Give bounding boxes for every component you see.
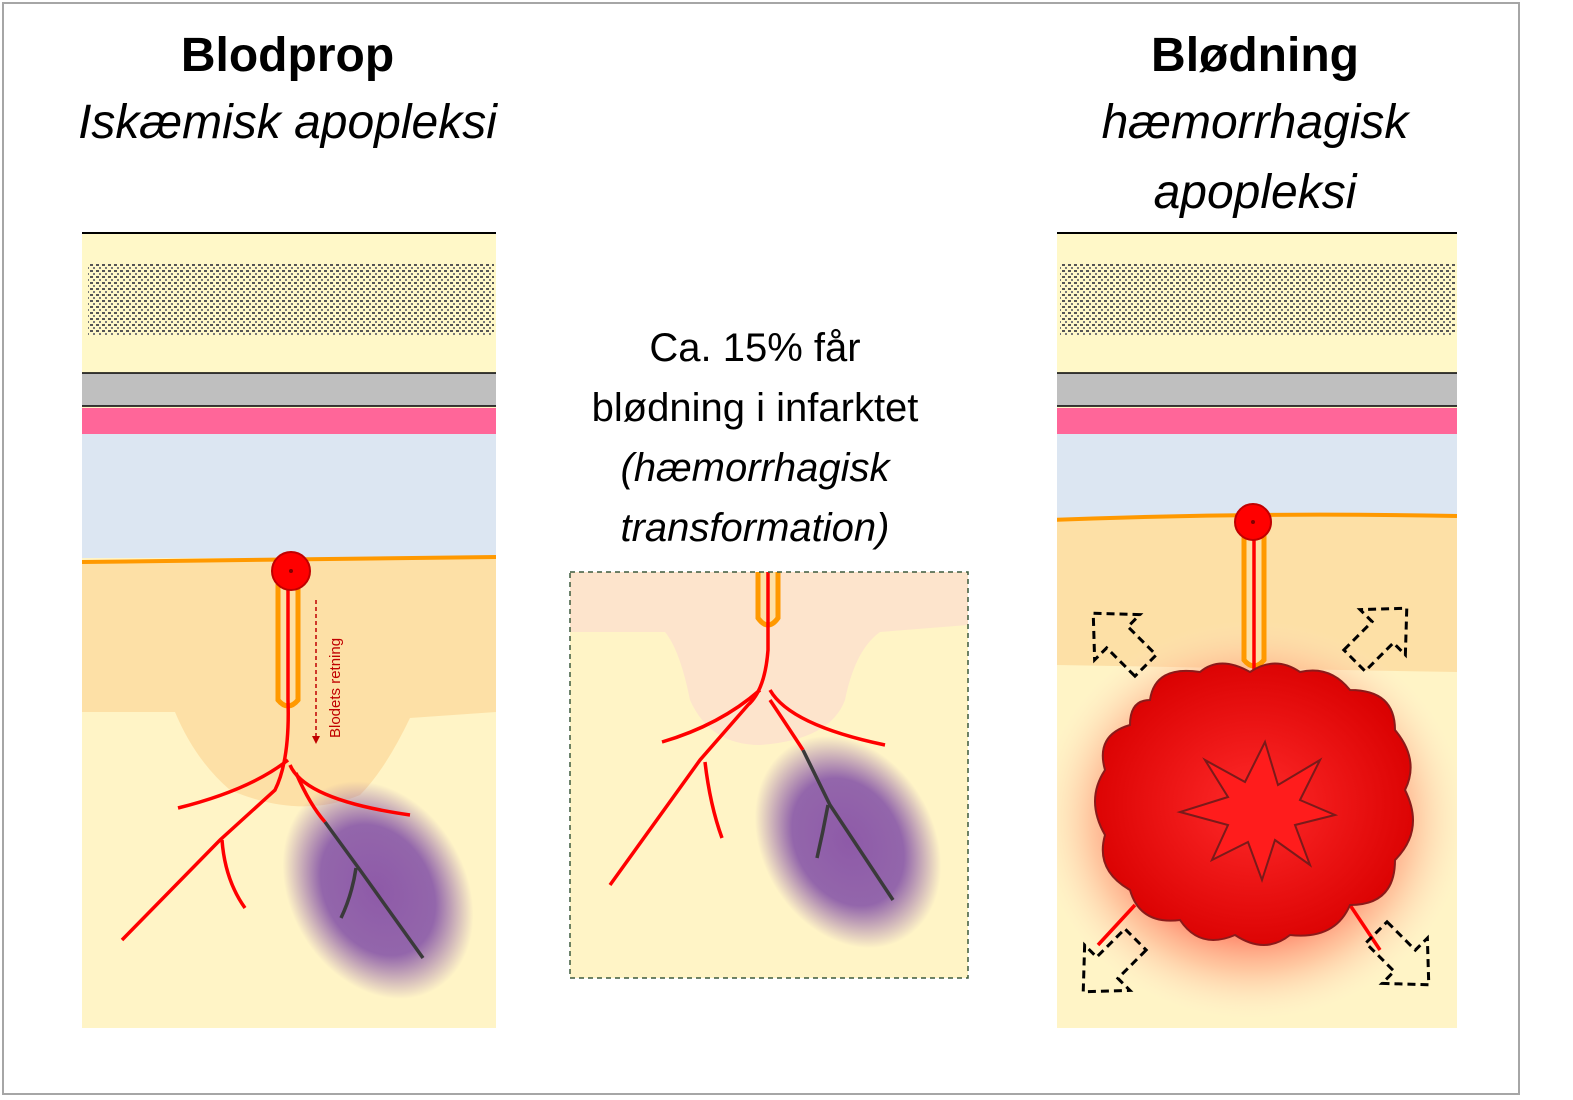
right-title: Blødning <box>1151 29 1359 82</box>
middle-line4: transformation) <box>620 506 890 550</box>
middle-line2: blødning i infarktet <box>591 386 919 430</box>
middle-artery-branch-right <box>768 689 886 747</box>
clot-center <box>289 569 293 573</box>
figure-frame <box>2 2 1520 1095</box>
right-scalp-texture <box>1060 263 1455 335</box>
right-dura <box>1057 408 1457 434</box>
middle-occluded-branch <box>815 804 830 859</box>
middle-panel-border <box>569 571 969 979</box>
pressure-arrow-lower-left <box>1081 926 1149 994</box>
middle-artery-branch-small <box>703 761 724 839</box>
occluded-artery <box>323 820 425 960</box>
flow-arrowhead <box>312 736 320 744</box>
artery-branch-small <box>220 839 247 910</box>
middle-artery-branch-left <box>661 688 762 744</box>
artery-branch-left <box>177 758 290 810</box>
flow-direction-label: Blodets retning <box>327 638 344 738</box>
right-artery-fragment-right <box>1348 904 1382 951</box>
right-subtitle-line1: hæmorrhagisk <box>1101 96 1409 149</box>
artery-branch-right <box>288 764 411 817</box>
skull-bone <box>82 373 496 406</box>
middle-line3: (hæmorrhagisk <box>620 446 890 490</box>
right-subtitle-line2: apopleksi <box>1153 166 1357 219</box>
right-skull-bone <box>1057 373 1457 406</box>
middle-artery-main <box>608 572 770 887</box>
middle-panel <box>570 572 968 978</box>
middle-artery-right-descending <box>768 699 805 751</box>
rupture-point-center <box>1251 520 1255 524</box>
hematoma-burst <box>1176 739 1339 884</box>
right-artery-fragment-left <box>1096 903 1137 947</box>
right-panel <box>1057 233 1457 1028</box>
occluded-branch <box>339 867 358 919</box>
infarct-area <box>282 781 474 999</box>
artery-main <box>120 585 290 942</box>
dura <box>82 408 496 434</box>
middle-line1: Ca. 15% får <box>649 326 861 370</box>
left-panel <box>82 233 496 1028</box>
middle-occluded-artery <box>801 749 895 901</box>
scalp-texture <box>88 263 494 335</box>
pressure-arrow-lower-right <box>1363 919 1431 987</box>
pressure-arrow-upper-right <box>1341 606 1409 674</box>
artery-right-descending <box>294 772 327 824</box>
pressure-arrow-upper-left <box>1091 611 1159 679</box>
middle-cortex <box>570 572 968 745</box>
middle-infarct-area <box>754 735 942 949</box>
left-subtitle: Iskæmisk apopleksi <box>78 96 497 149</box>
left-title: Blodprop <box>180 29 395 82</box>
csf-space <box>82 434 496 558</box>
